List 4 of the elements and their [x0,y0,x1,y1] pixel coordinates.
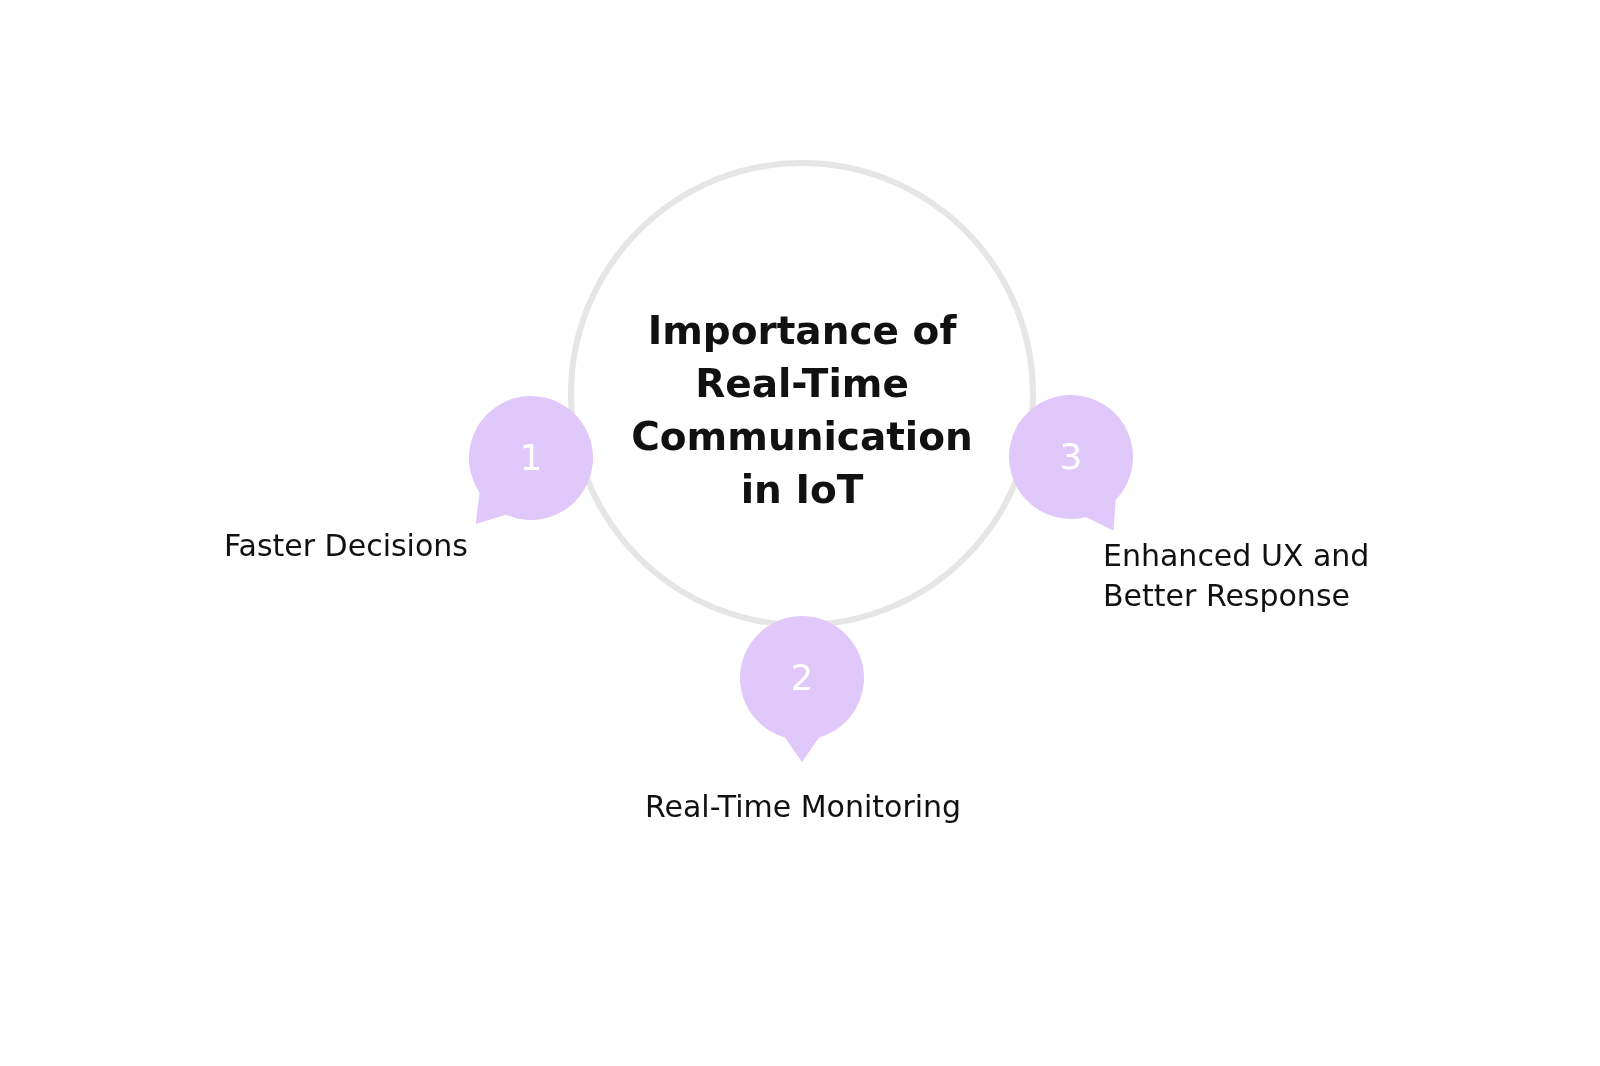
step-label: Faster Decisions [224,527,468,565]
step-label: Enhanced UX and Better Response [1103,537,1371,615]
step-label: Real-Time Monitoring [645,788,962,826]
central-title: Importance of Real-Time Communication in IoT [630,307,974,514]
